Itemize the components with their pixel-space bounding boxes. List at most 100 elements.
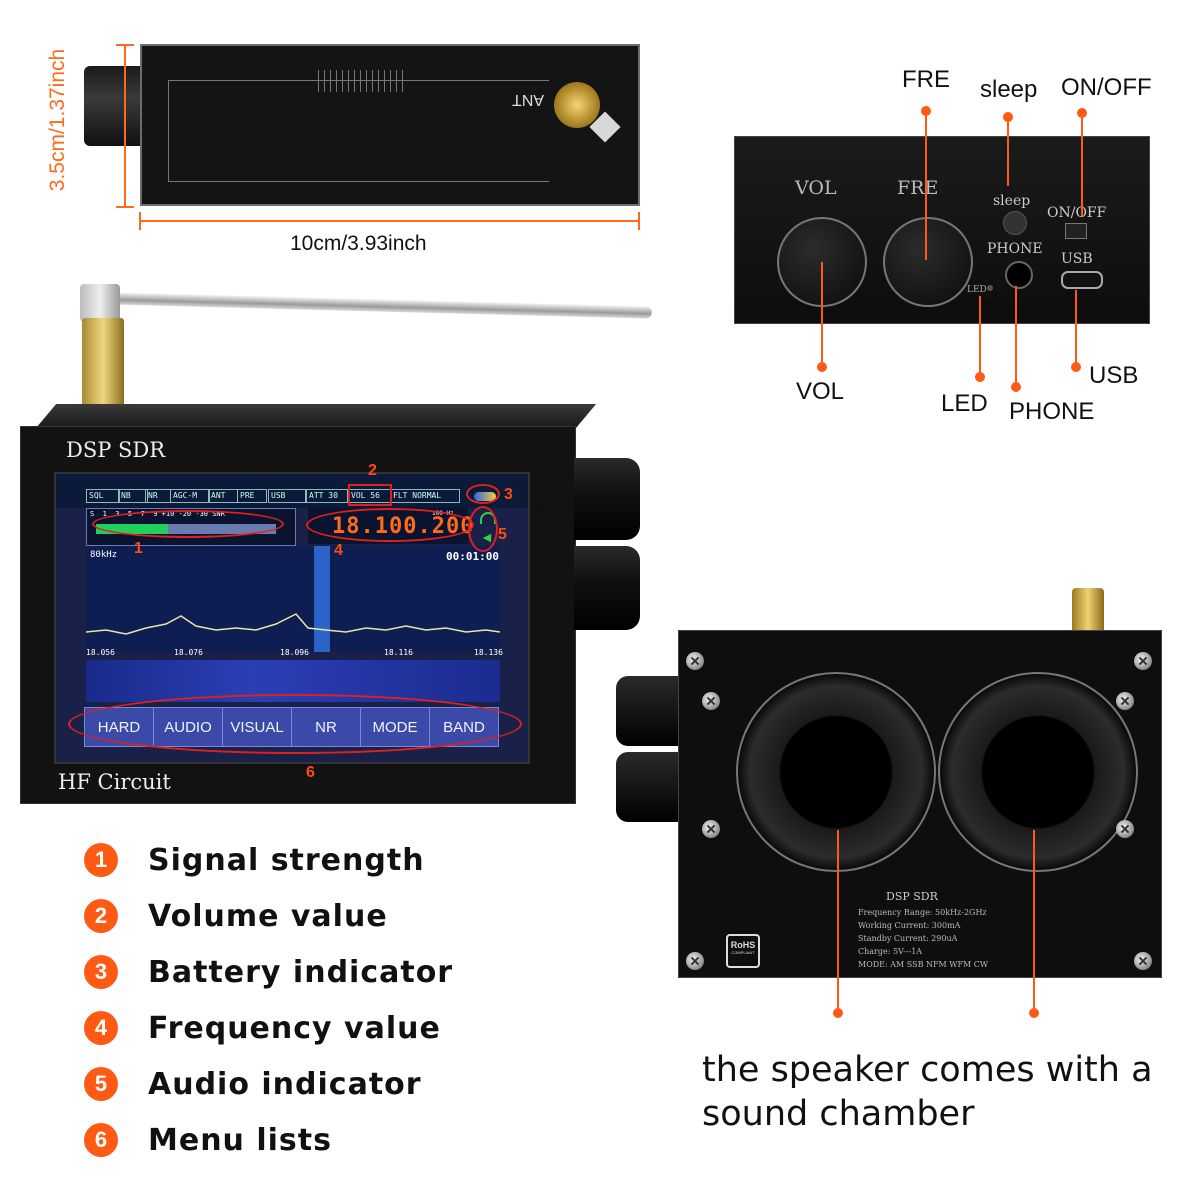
callout-sleep: sleep (980, 76, 1038, 103)
legend-number: 6 (84, 1123, 118, 1157)
onoff-switch[interactable] (1065, 223, 1087, 239)
axis-tick-label: 18.136 (474, 648, 503, 657)
fre-knob-front[interactable] (574, 546, 640, 630)
callout-line-vol (821, 262, 823, 368)
ant-label: ANT (512, 91, 544, 108)
carrier-marker (314, 546, 330, 652)
marker-5: 5 (498, 526, 507, 543)
width-dim-cap-left (139, 212, 141, 230)
callout-box-volume (348, 484, 392, 506)
status-tag: AGC-M (170, 489, 210, 503)
back-spec-line: Working Current: 300mA (858, 921, 961, 930)
screw-7 (686, 952, 704, 970)
pcb-top: ANT (140, 44, 640, 206)
caption-line-1: the speaker comes with a (702, 1050, 1153, 1090)
panel-print-sleep: sleep (993, 193, 1031, 209)
screw-4 (1116, 692, 1134, 710)
callout-onoff: ON/OFF (1061, 74, 1152, 101)
status-tag: FLT NORMAL (390, 489, 460, 503)
spectrum-trace (86, 613, 500, 635)
status-tag: ANT (208, 489, 238, 503)
axis-tick-label: 18.116 (384, 648, 413, 657)
callout-ring-freq (306, 508, 474, 542)
led-light (987, 285, 993, 291)
panel-print-usb: USB (1061, 251, 1093, 267)
rohs-sub: COMPLIANT (731, 950, 755, 955)
width-dim-label: 10cm/3.93inch (290, 232, 427, 255)
marker-2: 2 (368, 462, 377, 479)
height-dim-cap-top (116, 44, 134, 46)
panel-print-phone: PHONE (987, 241, 1043, 257)
legend-number: 4 (84, 1011, 118, 1045)
callout-ring-menu (68, 694, 522, 754)
marker-6: 6 (306, 764, 315, 781)
side-panel: VOL FRE sleep ON/OFF PHONE USB LED (734, 136, 1150, 324)
speaker-callout-line-left (837, 830, 839, 1010)
callout-ring-battery (466, 484, 500, 504)
marker-4: 4 (334, 542, 343, 559)
callout-ring-audio (468, 506, 498, 552)
back-spec-line: Standby Current: 290uA (858, 934, 958, 943)
callout-fre: FRE (902, 66, 950, 93)
legend-text: Volume value (148, 898, 388, 934)
axis-tick-label: 18.096 (280, 648, 309, 657)
status-tag: NB (118, 489, 148, 503)
height-dim-line (124, 46, 126, 206)
device-model: HF Circuit (58, 770, 171, 794)
marker-1: 1 (134, 540, 143, 557)
speaker-callout-dot-left (833, 1008, 843, 1018)
height-dim-cap-bottom (116, 206, 134, 208)
panel-print-led: LED (967, 285, 987, 295)
panel-print-fre: FRE (897, 177, 939, 199)
sleep-button[interactable] (1003, 211, 1027, 235)
back-spec-line: MODE: AM SSB NFM WFM CW (858, 960, 989, 969)
legend-number: 5 (84, 1067, 118, 1101)
usb-port[interactable] (1061, 271, 1103, 289)
marker-3: 3 (504, 486, 513, 503)
device-case-top (36, 404, 597, 428)
antenna-base (82, 318, 124, 410)
legend-item: 1 Signal strength (84, 840, 425, 880)
callout-line-onoff (1081, 112, 1083, 216)
status-tag: PRE (237, 489, 267, 503)
height-dim-label: 3.5cm/1.37inch (46, 48, 69, 192)
callout-ring-signal (92, 510, 284, 538)
fre-knob[interactable] (883, 217, 973, 307)
status-tag: NR (145, 489, 171, 503)
legend-item: 2 Volume value (84, 896, 388, 936)
legend-item: 5 Audio indicator (84, 1064, 422, 1104)
legend-item: 4 Frequency value (84, 1008, 441, 1048)
legend-number: 1 (84, 843, 118, 877)
back-title: DSP SDR (886, 890, 938, 903)
sma-connector (554, 82, 600, 128)
back-sma (1072, 588, 1104, 634)
spectrum-line (86, 613, 500, 635)
callout-phone: PHONE (1009, 398, 1095, 425)
rohs-badge: RoHS COMPLIANT (726, 934, 760, 968)
screw-2 (1134, 652, 1152, 670)
status-tag: ATT 30 (306, 489, 348, 503)
legend-text: Audio indicator (148, 1066, 422, 1102)
back-spec-line: Charge: 5V---1A (858, 947, 923, 956)
callout-dot-led (975, 372, 985, 382)
panel-print-onoff: ON/OFF (1047, 205, 1107, 221)
width-dim-cap-right (638, 212, 640, 230)
callout-dot-vol (817, 362, 827, 372)
screw-5 (702, 820, 720, 838)
caption-line-2: sound chamber (702, 1094, 975, 1134)
legend-text: Frequency value (148, 1010, 441, 1046)
callout-line-phone (1015, 286, 1017, 386)
legend-number: 2 (84, 899, 118, 933)
status-tag: USB (268, 489, 306, 503)
panel-print-vol: VOL (795, 177, 837, 199)
callout-line-usb (1075, 290, 1077, 366)
vol-knob-front[interactable] (574, 458, 640, 540)
pcb-trace (168, 80, 549, 182)
vol-knob-label: VOL (532, 494, 576, 518)
antenna-joint (80, 284, 120, 322)
phone-jack[interactable] (1005, 261, 1033, 289)
callout-line-led (979, 296, 981, 376)
legend-text: Signal strength (148, 842, 425, 878)
